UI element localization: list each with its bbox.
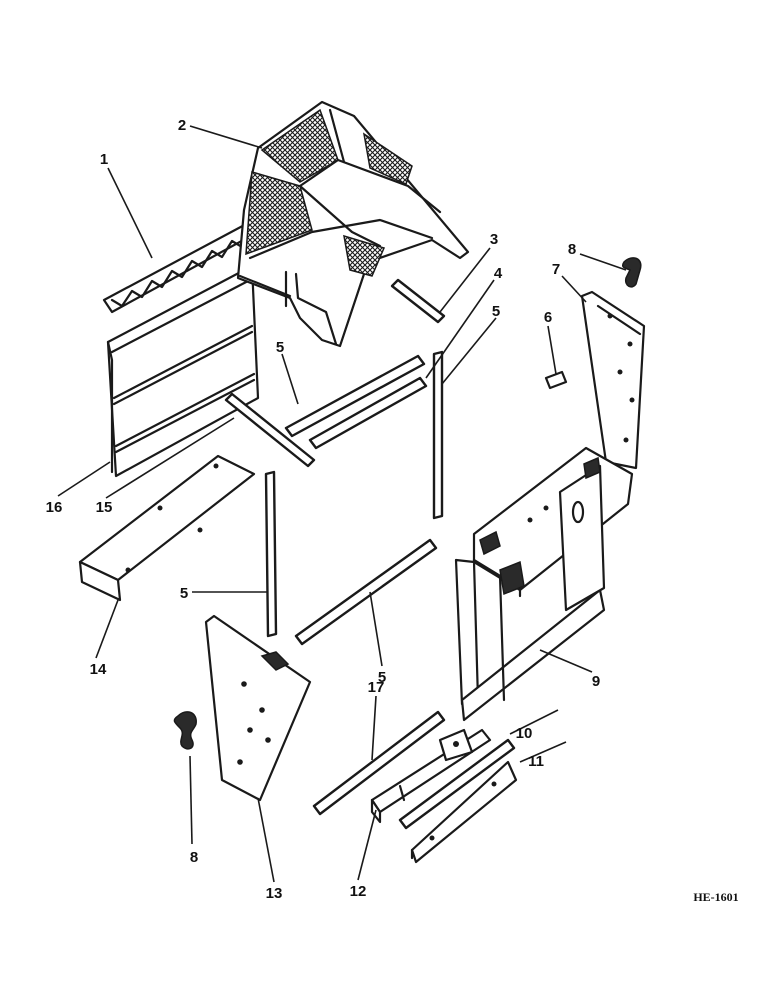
callout-15: 15 bbox=[96, 499, 113, 516]
part-8-clip-right bbox=[621, 257, 642, 288]
callout-10: 10 bbox=[516, 725, 533, 742]
callout-6: 6 bbox=[544, 309, 552, 326]
callout-16: 16 bbox=[46, 499, 63, 516]
callout-4: 4 bbox=[494, 265, 503, 282]
part-7-tapered-plate bbox=[580, 290, 646, 470]
part-17-rod bbox=[312, 710, 446, 816]
part-2-grille-frame bbox=[236, 100, 470, 348]
callout-8-right: 8 bbox=[568, 241, 576, 258]
callout-1: 1 bbox=[100, 151, 108, 168]
part-15-rod bbox=[224, 392, 316, 468]
part-3-rod bbox=[390, 278, 446, 324]
callout-7: 7 bbox=[552, 261, 560, 278]
leader-lines bbox=[57, 125, 627, 883]
callout-2: 2 bbox=[178, 117, 186, 134]
callout-14: 14 bbox=[90, 661, 107, 678]
callout-5-lower: 5 bbox=[378, 669, 386, 686]
callout-13: 13 bbox=[266, 885, 283, 902]
part-14-angle-bracket bbox=[78, 454, 256, 602]
callout-5-upper: 5 bbox=[276, 339, 284, 356]
part-13-side-plate bbox=[204, 614, 312, 802]
part-5-rod-upper bbox=[284, 354, 426, 438]
part-9-front-frame bbox=[454, 446, 634, 722]
part-6-small-plate bbox=[544, 370, 568, 390]
part-16-side-panel bbox=[106, 264, 260, 478]
callout-12: 12 bbox=[350, 883, 367, 900]
callout-11: 11 bbox=[528, 753, 544, 770]
part-4-rod bbox=[308, 376, 428, 450]
part-8-clip-left bbox=[173, 711, 197, 750]
part-10-rod bbox=[398, 738, 516, 830]
callout-3: 3 bbox=[490, 231, 498, 248]
callout-5-vertical-right: 5 bbox=[492, 303, 500, 320]
callout-9: 9 bbox=[592, 673, 600, 690]
part-12-channel bbox=[370, 728, 492, 824]
callout-labels: 1 2 3 4 5 5 5 5 6 7 8 8 9 10 11 12 13 14… bbox=[46, 117, 601, 902]
part-11-flat-bar bbox=[410, 760, 518, 864]
callout-17: 17 bbox=[368, 679, 385, 696]
part-5-rod-vertical-right bbox=[432, 350, 444, 520]
callout-5-vertical-left: 5 bbox=[180, 585, 188, 602]
drawing-code: HE-1601 bbox=[693, 890, 738, 904]
part-5-rod-lower bbox=[294, 538, 438, 646]
part-5-rod-vertical-left bbox=[264, 470, 278, 638]
callout-8-left: 8 bbox=[190, 849, 198, 866]
